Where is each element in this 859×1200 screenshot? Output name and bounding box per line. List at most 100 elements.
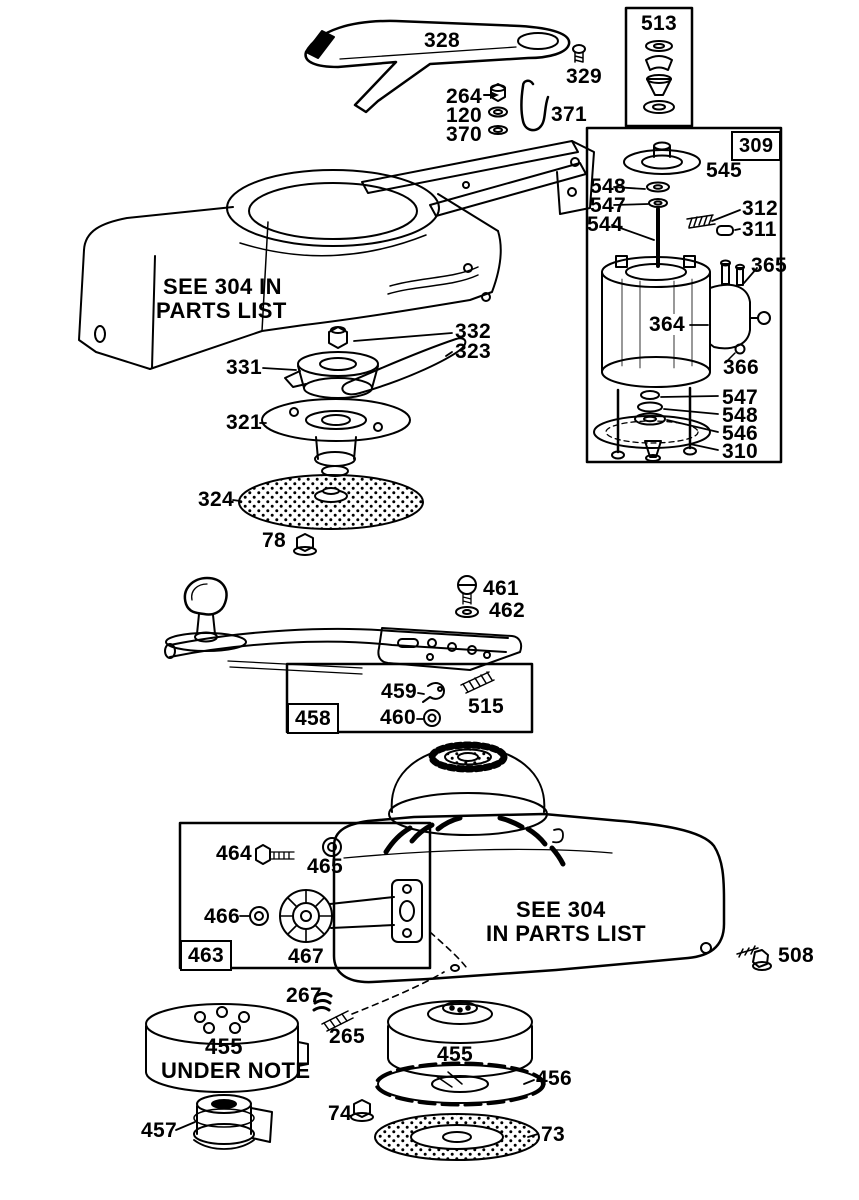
group-label-309: 309 xyxy=(731,131,782,161)
upper-housing xyxy=(78,169,502,370)
handle-bracket xyxy=(164,627,523,675)
leader-lines-middle xyxy=(416,692,425,720)
ring-gear xyxy=(428,741,508,773)
part-label-331: 331 xyxy=(226,356,262,379)
lower-housing-note-line2: IN PARTS LIST xyxy=(486,921,647,946)
group-label-458: 458 xyxy=(287,703,339,734)
part-label-311: 311 xyxy=(742,218,777,241)
mount-plate-310 xyxy=(593,386,711,462)
part-label-548-upper: 548 xyxy=(590,175,626,198)
part-label-267: 267 xyxy=(286,984,322,1007)
part-label-461: 461 xyxy=(483,577,519,600)
part-label-547-lower: 547 xyxy=(722,386,758,409)
pin-311 xyxy=(716,225,734,236)
part-label-328: 328 xyxy=(424,29,460,52)
part-label-120: 120 xyxy=(446,104,482,127)
screen-324 xyxy=(238,474,424,530)
support-arm xyxy=(361,140,595,217)
part-label-73: 73 xyxy=(541,1123,565,1146)
part-label-545: 545 xyxy=(706,159,742,182)
belt-323 xyxy=(341,337,467,396)
part-label-370: 370 xyxy=(446,123,482,146)
spring-312 xyxy=(686,214,716,229)
screen-73 xyxy=(374,1113,540,1161)
part-label-323: 323 xyxy=(455,340,491,363)
motor-364 xyxy=(601,255,711,388)
washer-stack-267 xyxy=(312,992,333,1012)
part-label-78: 78 xyxy=(262,529,286,552)
upper-housing-note-line2: PARTS LIST xyxy=(156,298,287,323)
bracket-328 xyxy=(304,19,571,114)
part-label-548-lower: 548 xyxy=(722,404,758,427)
part-label-329: 329 xyxy=(566,65,602,88)
part-label-365: 365 xyxy=(751,254,787,277)
blower-dome xyxy=(383,745,566,867)
part-label-366: 366 xyxy=(723,356,759,379)
washers-547-548-546-lower xyxy=(634,390,666,426)
fastener-set-264-120-370 xyxy=(483,83,508,135)
left-pulley-note-line1: 455 xyxy=(205,1034,243,1059)
bolt-78-icon xyxy=(293,533,317,556)
part-label-466: 466 xyxy=(204,905,240,928)
group-label-513: 513 xyxy=(641,12,677,35)
leader-lines-upper xyxy=(232,332,453,502)
screw-508-icon xyxy=(736,945,772,971)
pulley-cup-331 xyxy=(284,351,379,399)
part-label-459: 459 xyxy=(381,680,417,703)
pulley-321 xyxy=(261,398,411,477)
lower-housing-note-line1: SEE 304 xyxy=(516,897,606,922)
bolt-464-icon xyxy=(255,844,295,865)
cover-456 xyxy=(374,1061,546,1107)
part-label-74: 74 xyxy=(328,1102,352,1125)
part-label-462: 462 xyxy=(489,599,525,622)
spring-265 xyxy=(321,971,445,1032)
group-label-463: 463 xyxy=(180,940,232,971)
part-label-364: 364 xyxy=(646,314,688,335)
group-box-309 xyxy=(585,126,783,464)
pulley-455-under-note xyxy=(145,1003,309,1093)
nut-332 xyxy=(328,326,348,349)
leader-lines-bottom xyxy=(175,915,539,1138)
part-label-467: 467 xyxy=(288,945,324,968)
part-label-464: 464 xyxy=(216,842,252,865)
ring-460 xyxy=(423,709,441,727)
spring-515 xyxy=(460,671,495,694)
upper-housing-note-line1: SEE 304 IN xyxy=(163,274,282,299)
starter-handle xyxy=(183,576,228,643)
leader-lines-309 xyxy=(611,186,758,451)
dashed-link-463 xyxy=(429,931,467,968)
bolt-74-icon xyxy=(350,1099,374,1122)
starter-cap-545 xyxy=(623,141,701,175)
lower-housing xyxy=(332,812,726,984)
part-label-310: 310 xyxy=(722,440,758,463)
wire-link-371 xyxy=(520,79,550,132)
part-label-265: 265 xyxy=(329,1025,365,1048)
left-pulley-note-line2: UNDER NOTE xyxy=(161,1058,311,1083)
part-label-460: 460 xyxy=(380,706,416,729)
part-label-457: 457 xyxy=(141,1119,177,1142)
part-label-371: 371 xyxy=(551,103,587,126)
pawl-459 xyxy=(422,682,445,703)
gear-assembly-467 xyxy=(279,879,423,943)
part-label-332: 332 xyxy=(455,320,491,343)
bolt-329-icon xyxy=(572,44,586,63)
part-label-324: 324 xyxy=(198,488,234,511)
group-box-458 xyxy=(285,662,534,734)
cup-457 xyxy=(193,1094,273,1150)
screw-366-icon xyxy=(727,343,746,361)
washers-548-547-upper xyxy=(646,181,670,208)
washer-466-icon xyxy=(249,906,269,926)
end-cap-365 xyxy=(709,259,771,350)
part-label-508: 508 xyxy=(778,944,814,967)
group-box-513 xyxy=(624,6,694,128)
washer-465-icon xyxy=(322,837,342,857)
part-label-544: 544 xyxy=(587,213,623,236)
part-label-465: 465 xyxy=(307,855,343,878)
part-label-456: 456 xyxy=(536,1067,572,1090)
part-label-515: 515 xyxy=(468,695,504,718)
screw-461-washer-462 xyxy=(455,575,479,618)
part-label-547-upper: 547 xyxy=(590,194,626,217)
part-label-455-center: 455 xyxy=(437,1043,473,1066)
